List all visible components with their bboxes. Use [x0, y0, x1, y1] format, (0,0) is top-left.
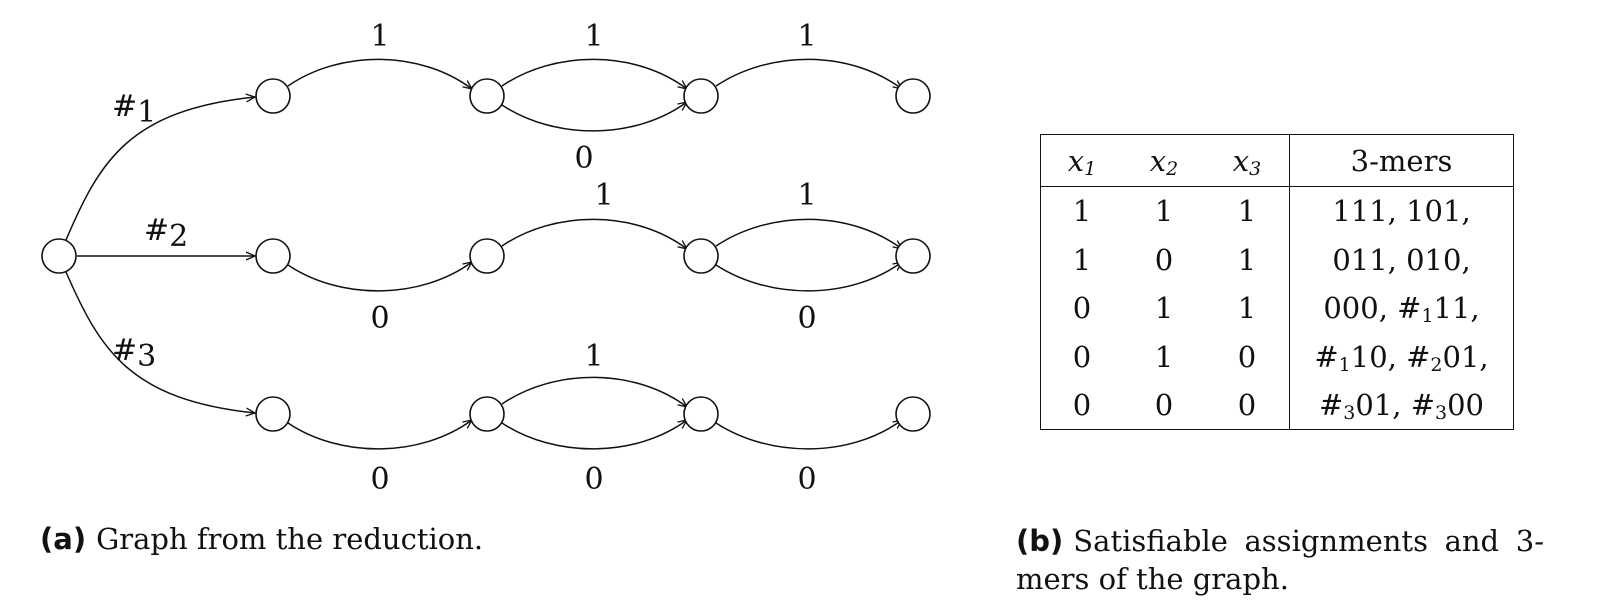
cell-x3: 0 [1237, 388, 1257, 423]
table-row: 0 1 1 000, #111, [1041, 284, 1513, 333]
edge-label-r2-cd-bottom: 0 [797, 301, 816, 336]
caption-a-text: Graph from the reduction. [96, 522, 484, 556]
cell-x1: 1 [1072, 194, 1092, 229]
table-row: 1 0 1 011, 010, [1041, 235, 1513, 284]
cell-x3: 1 [1237, 194, 1257, 229]
node-r2-b [469, 238, 505, 274]
cell-x2: 1 [1154, 291, 1174, 326]
edge-r1-a-b-top [287, 58, 472, 89]
hash-label-2: #2 [144, 213, 188, 254]
edge-label-r2-cd-top: 1 [797, 178, 816, 213]
edge-r2-b-c-top [501, 218, 687, 249]
cell-x1: 1 [1072, 242, 1092, 277]
edge-label-r1-cd: 1 [797, 19, 816, 54]
node-r1-c [683, 78, 719, 114]
table-row: 1 1 1 111, 101, [1041, 186, 1513, 236]
edge-label-r3-bc-top: 1 [584, 339, 603, 374]
cell-x3: 0 [1237, 339, 1257, 374]
caption-b-text: Satisfiable assignments and 3-mers of th… [1016, 524, 1544, 596]
assignment-kmer-table: x1 x2 x3 3-mers 1 1 1 111, 101, 1 0 1 01… [1041, 135, 1513, 430]
edge-r1-b-c-bottom [501, 102, 687, 132]
edge-label-r1-ab: 1 [370, 19, 389, 54]
edge-r3-c-d-bottom [715, 420, 902, 450]
edge-source-row3 [65, 271, 255, 413]
reduction-graph: #1 #2 #3 1 1 1 0 1 1 0 0 1 0 0 0 [41, 19, 931, 497]
node-r3-c [683, 396, 719, 432]
cell-kmers: #110, #201, [1289, 332, 1513, 381]
edge-r1-c-d-top [715, 58, 902, 89]
edge-r2-c-d-top [715, 218, 902, 249]
header-x2: x2 [1123, 135, 1205, 187]
cell-kmers: 000, #111, [1289, 284, 1513, 333]
edge-r3-b-c-top [501, 376, 687, 407]
cell-kmers: #301, #300 [1289, 381, 1513, 430]
cell-x1: 0 [1072, 339, 1092, 374]
edge-label-r3-bc-bottom: 0 [584, 462, 603, 497]
cell-x2: 0 [1154, 388, 1174, 423]
edge-label-r2-bc: 1 [594, 178, 613, 213]
hash-label-3: #3 [112, 333, 156, 374]
edge-r2-c-d-bottom [715, 262, 902, 292]
node-r1-b [469, 78, 505, 114]
node-r1-a [255, 78, 291, 114]
edge-r2-a-b-bottom [287, 262, 472, 292]
assignment-table: x1 x2 x3 3-mers 1 1 1 111, 101, 1 0 1 01… [1040, 134, 1514, 430]
header-x1: x1 [1041, 135, 1123, 187]
source-node [41, 238, 77, 274]
cell-x2: 1 [1154, 339, 1174, 374]
edge-source-row1 [65, 97, 255, 241]
cell-x2: 0 [1154, 242, 1174, 277]
node-r1-d [895, 78, 931, 114]
cell-x1: 0 [1072, 388, 1092, 423]
header-x3: x3 [1205, 135, 1290, 187]
node-r2-c [683, 238, 719, 274]
edge-r3-b-c-bottom [501, 420, 687, 450]
cell-x1: 0 [1072, 291, 1092, 326]
node-r3-d [895, 396, 931, 432]
edge-label-r1-bc-top: 1 [584, 19, 603, 54]
node-r2-d [895, 238, 931, 274]
cell-x2: 1 [1154, 194, 1174, 229]
table-header-row: x1 x2 x3 3-mers [1041, 135, 1513, 187]
table-row: 0 1 0 #110, #201, [1041, 332, 1513, 381]
edge-label-r1-bc-bottom: 0 [574, 141, 593, 176]
node-r3-a [255, 396, 291, 432]
table-row: 0 0 0 #301, #300 [1041, 381, 1513, 430]
cell-x3: 1 [1237, 291, 1257, 326]
node-r3-b [469, 396, 505, 432]
edge-label-r3-cd: 0 [797, 462, 816, 497]
cell-kmers: 011, 010, [1289, 235, 1513, 284]
header-3mers: 3-mers [1289, 135, 1513, 187]
edge-r1-b-c-top [501, 58, 687, 89]
edge-label-r2-ab: 0 [370, 301, 389, 336]
cell-x3: 1 [1237, 242, 1257, 277]
caption-a-tag: (a) [40, 522, 87, 556]
edge-label-r3-ab: 0 [370, 462, 389, 497]
hash-label-1: #1 [112, 89, 156, 130]
edge-r3-a-b-bottom [287, 420, 472, 450]
node-r2-a [255, 238, 291, 274]
caption-a: (a) Graph from the reduction. [40, 520, 483, 558]
cell-kmers: 111, 101, [1289, 186, 1513, 236]
caption-b: (b)Satisfiable assignments and 3-mers of… [1016, 522, 1544, 598]
caption-b-tag: (b) [1016, 524, 1064, 558]
